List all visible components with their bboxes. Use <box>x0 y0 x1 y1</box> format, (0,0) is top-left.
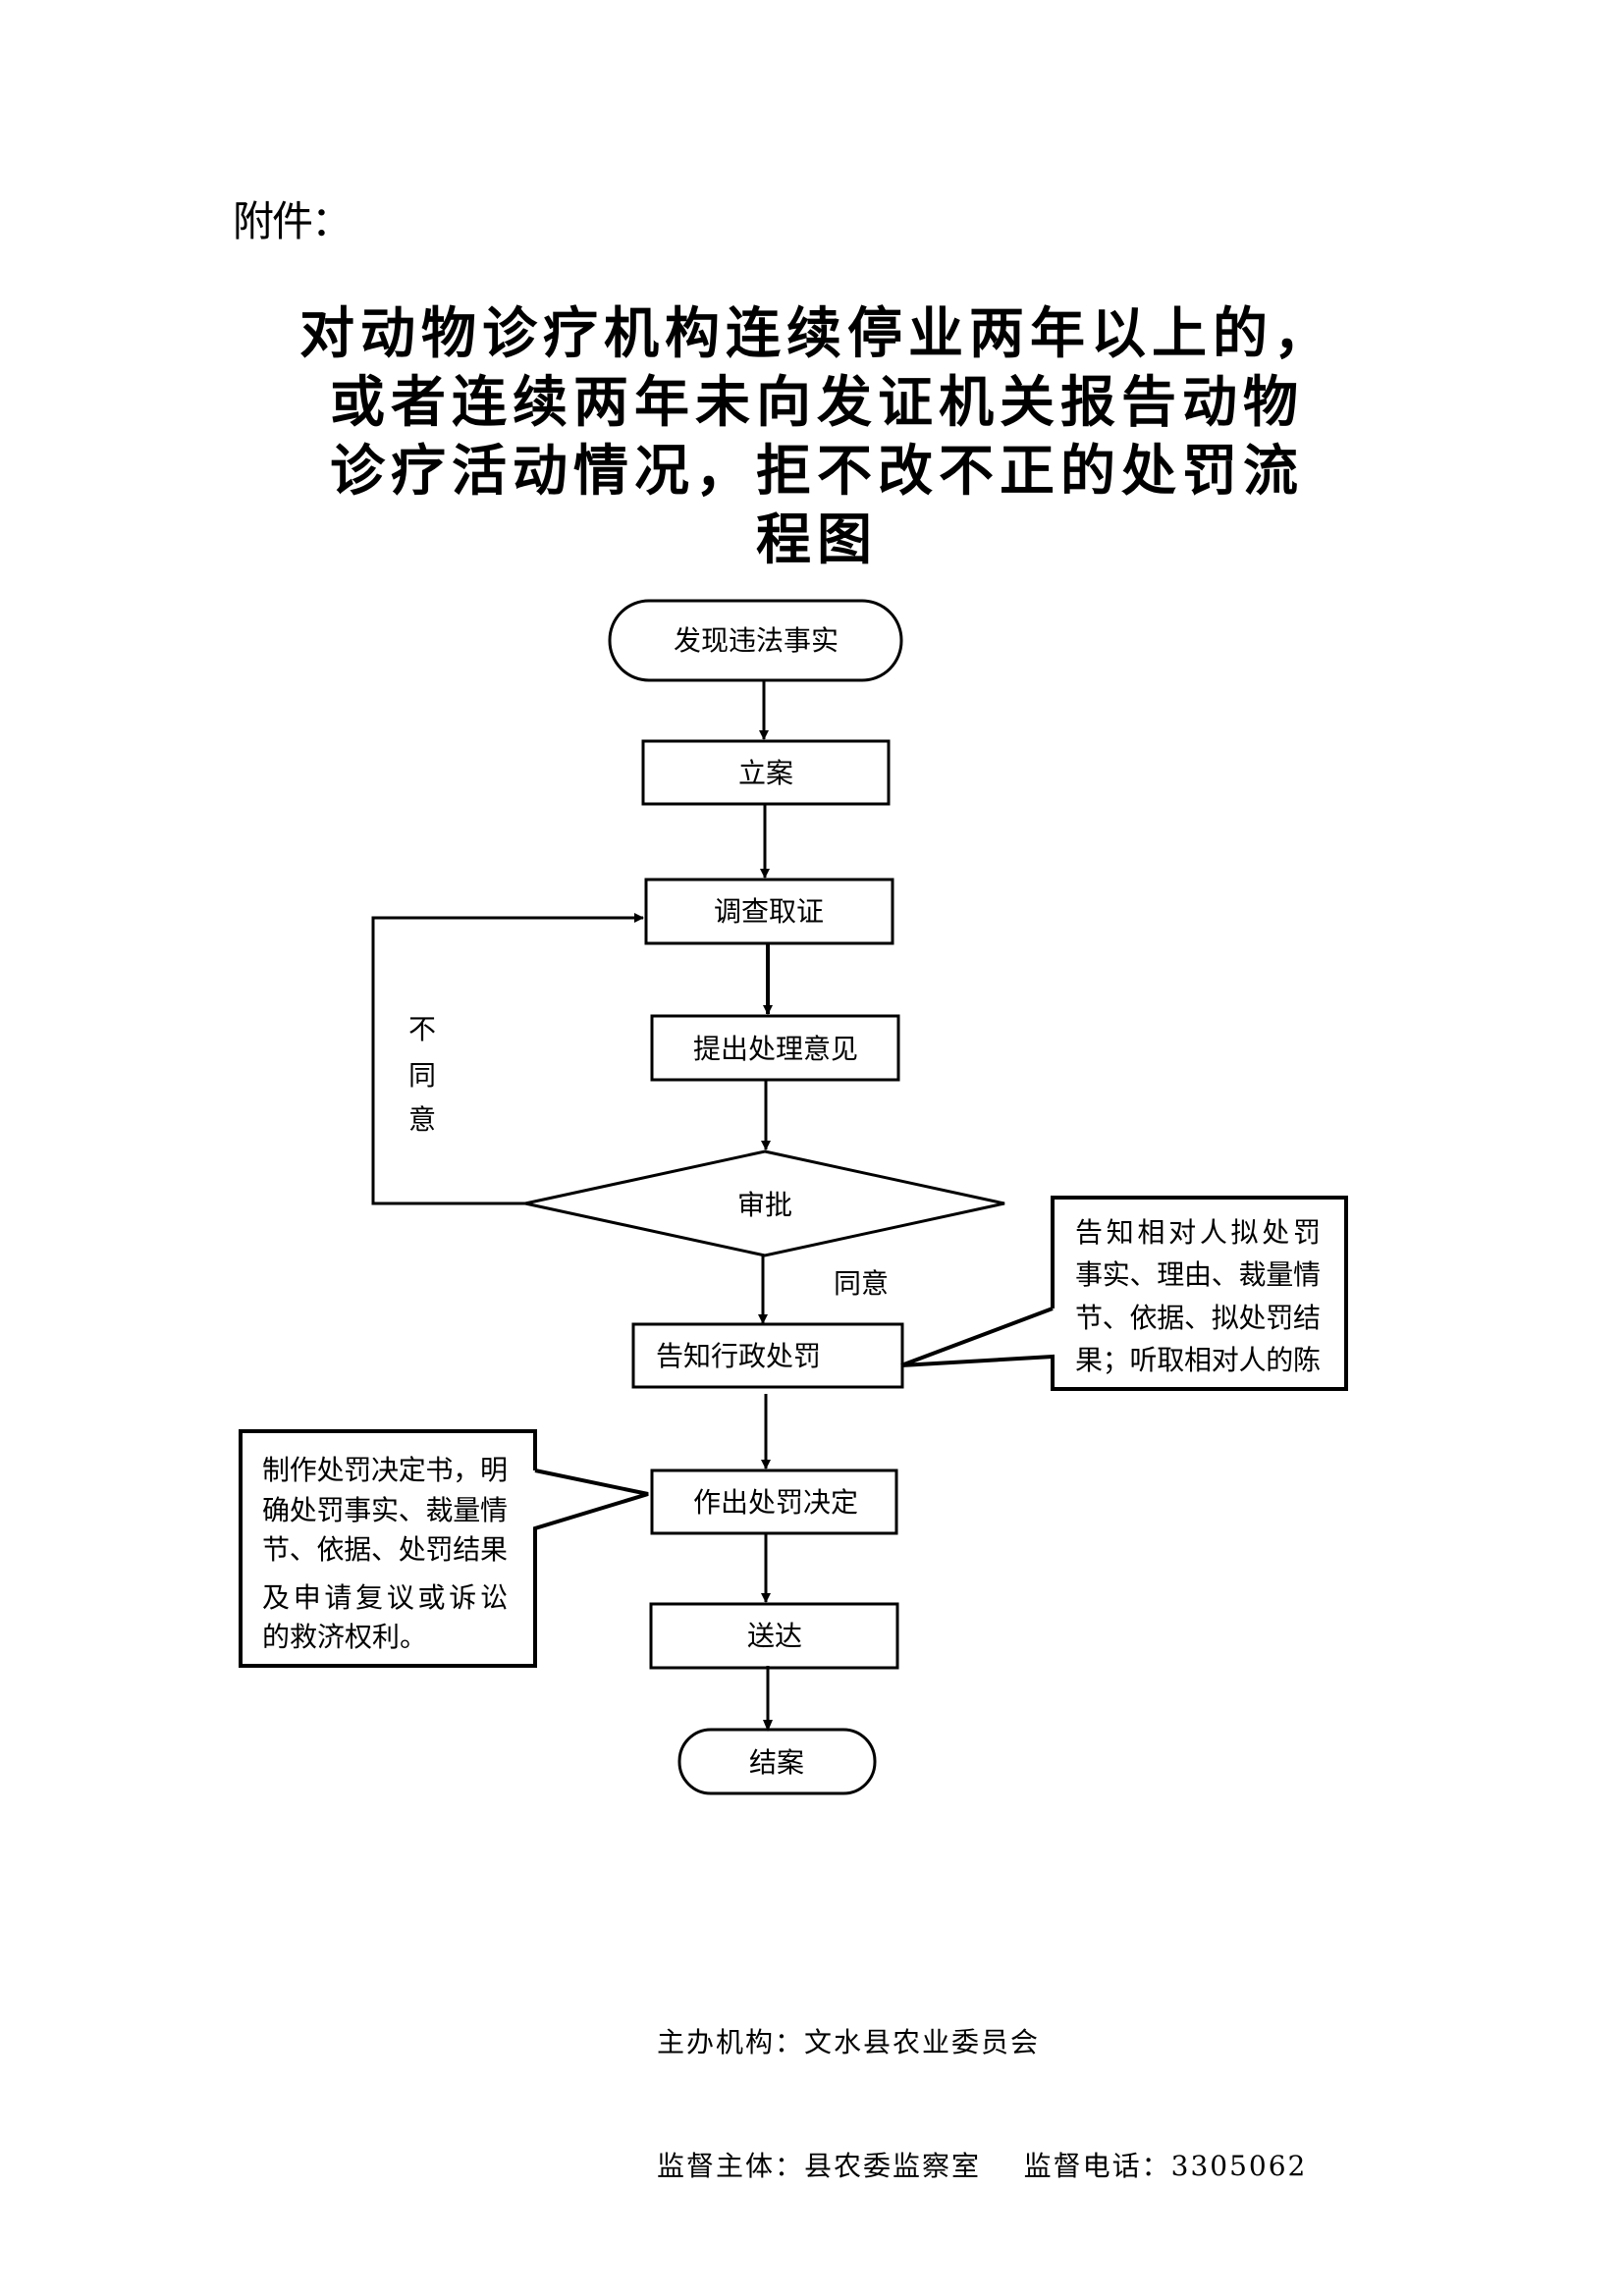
file-case-box: 立案 <box>641 739 891 806</box>
title-line-1: 对动物诊疗机构连续停业两年以上的， <box>299 302 1334 366</box>
footer: 主办机构：文水县农业委员会 监督主体：县农委监察室 监督电话：3305062 <box>657 1940 1307 2228</box>
disagree-label-char-1: 不 <box>408 1013 436 1045</box>
deliver-label: 送达 <box>747 1620 802 1652</box>
investigate-box: 调查取证 <box>644 878 894 945</box>
decide-callout-line-3: 节、依据、处罚结果 <box>262 1533 508 1566</box>
notify-callout-line-3: 节、依据、拟处罚结 <box>1075 1302 1321 1334</box>
title-line-3: 诊疗活动情况，拒不改不正的处罚流 <box>330 440 1304 504</box>
phone-label: 监督电话： <box>1023 2150 1171 2182</box>
organizer-value: 文水县农业委员会 <box>804 2026 1041 2058</box>
decide-callout: 制作处罚决定书，明 确处罚事实、裁量情 节、依据、处罚结果 及申请复议或诉讼 的… <box>239 1429 649 1668</box>
arrowhead-end <box>763 1720 773 1732</box>
start-label: 发现违法事实 <box>674 624 839 657</box>
attachment-label: 附件： <box>233 197 352 245</box>
decide-callout-line-1: 制作处罚决定书，明 <box>262 1454 508 1486</box>
phone-value: 3305062 <box>1170 2150 1308 2182</box>
footer-supervisor-row: 监督主体：县农委监察室 监督电话：3305062 <box>657 2146 1307 2187</box>
end-label: 结案 <box>749 1746 804 1779</box>
decide-callout-line-2: 确处罚事实、裁量情 <box>262 1494 508 1526</box>
page-title: 对动物诊疗机构连续停业两年以上的， 或者连续两年未向发证机关报告动物 诊疗活动情… <box>257 300 1377 575</box>
agree-label: 同意 <box>834 1267 889 1300</box>
notify-label: 告知行政处罚 <box>656 1340 821 1372</box>
disagree-label-char-2: 同 <box>408 1059 436 1092</box>
decide-callout-line-5: 的救济权利。 <box>262 1621 427 1653</box>
investigate-label: 调查取证 <box>714 895 824 928</box>
supervisor-label: 监督主体： <box>657 2150 805 2182</box>
notify-callout-line-4: 果；听取相对人的陈 <box>1075 1344 1321 1376</box>
start-terminal: 发现违法事实 <box>608 599 903 682</box>
file-case-label: 立案 <box>738 757 793 789</box>
deliver-box: 送达 <box>649 1602 899 1670</box>
propose-label: 提出处理意见 <box>693 1033 858 1065</box>
propose-box: 提出处理意见 <box>650 1014 900 1082</box>
approve-label: 审批 <box>737 1189 792 1221</box>
notify-callout-line-2: 事实、理由、裁量情 <box>1075 1258 1321 1291</box>
decide-box: 作出处罚决定 <box>650 1468 898 1535</box>
end-terminal: 结案 <box>677 1728 877 1795</box>
title-line-4: 程图 <box>756 508 878 572</box>
approve-diamond: 审批 <box>524 1149 1005 1257</box>
footer-organizer-row: 主办机构：文水县农业委员会 <box>657 2022 1307 2063</box>
disagree-label-char-3: 意 <box>408 1103 436 1136</box>
disagree-loop-line <box>371 913 644 1205</box>
notify-callout: 告知相对人拟处罚 事实、理由、裁量情 节、依据、拟处罚结 果；听取相对人的陈 <box>900 1196 1348 1391</box>
organizer-label: 主办机构： <box>657 2026 805 2058</box>
notify-box: 告知行政处罚 <box>631 1322 904 1389</box>
title-line-2: 或者连续两年未向发证机关报告动物 <box>330 371 1304 435</box>
decide-label: 作出处罚决定 <box>693 1486 858 1519</box>
supervisor-value: 县农委监察室 <box>804 2150 982 2182</box>
